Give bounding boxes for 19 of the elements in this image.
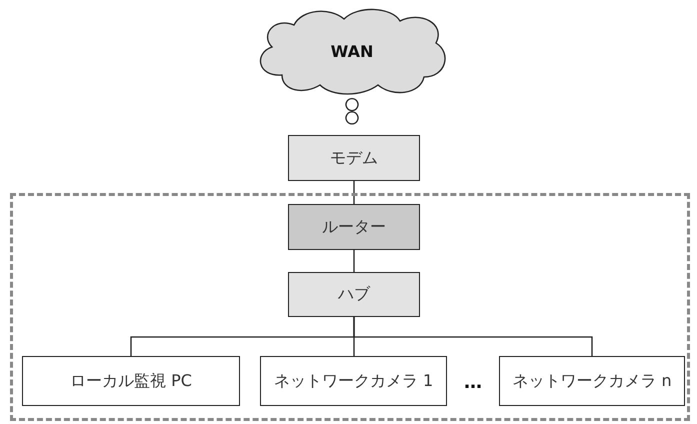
client-box	[22, 356, 240, 406]
connector-line	[353, 181, 355, 204]
device-box	[288, 272, 420, 317]
ellipsis-label: …	[463, 370, 483, 394]
client-box	[499, 356, 685, 406]
connector-line	[353, 317, 593, 356]
node-label: ネットワークカメラ 1	[274, 370, 434, 392]
node-label: ネットワークカメラ n	[512, 370, 672, 392]
client-box	[260, 356, 447, 406]
node-label: WAN	[330, 42, 374, 60]
bubble-connector	[345, 98, 359, 125]
node-label: ハブ	[338, 284, 370, 305]
node-label: ルーター	[322, 216, 386, 238]
device-box	[288, 135, 420, 181]
dashed-group-box	[10, 193, 690, 421]
node-label: ローカル監視 PC	[70, 370, 192, 392]
connector-line	[353, 250, 355, 272]
node-label: モデム	[330, 148, 378, 168]
router-box	[288, 204, 420, 250]
